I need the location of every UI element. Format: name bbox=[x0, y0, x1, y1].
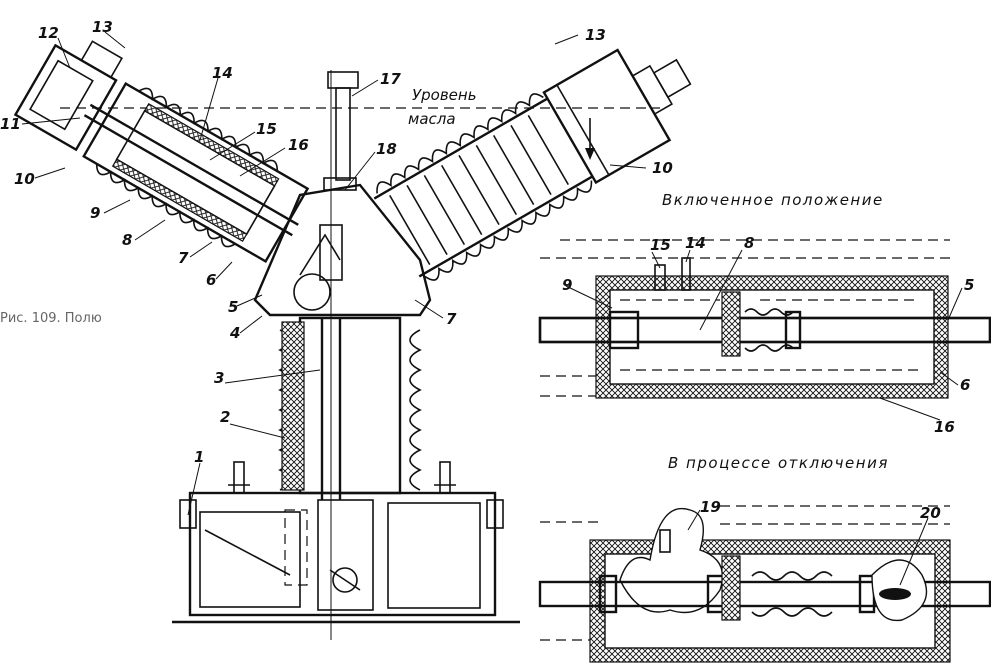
label-2: 2 bbox=[220, 408, 230, 426]
detail-label-14: 14 bbox=[685, 234, 706, 252]
head-housing bbox=[253, 177, 432, 317]
right-arc-chamber bbox=[373, 48, 692, 281]
label-14: 14 bbox=[212, 64, 233, 82]
support-insulator bbox=[278, 70, 422, 640]
label-10-right: 10 bbox=[652, 159, 673, 177]
detail-opening: В процессе отключения 19 20 bbox=[538, 454, 991, 663]
label-6: 6 bbox=[206, 271, 216, 289]
label-10-left: 10 bbox=[14, 170, 35, 188]
label-7-right: 7 bbox=[446, 310, 457, 328]
left-arc-chamber bbox=[13, 40, 310, 264]
detail-label-20: 20 bbox=[920, 504, 941, 522]
label-9: 9 bbox=[90, 204, 100, 222]
arrow-down-icon bbox=[585, 118, 595, 160]
oil-dashes-closed bbox=[540, 239, 950, 397]
detail-label-6: 6 bbox=[960, 376, 970, 394]
label-3: 3 bbox=[214, 369, 224, 387]
label-4: 4 bbox=[229, 324, 240, 342]
oil-level-label-2: масла bbox=[408, 110, 456, 128]
label-16: 16 bbox=[288, 136, 309, 154]
gas-bubble-19 bbox=[619, 508, 724, 614]
label-8: 8 bbox=[122, 231, 132, 249]
stray-caption: Рис. 109. Полю bbox=[0, 311, 102, 326]
base-tank bbox=[172, 461, 520, 624]
label-12: 12 bbox=[38, 24, 59, 42]
caption-opening: В процессе отключения bbox=[668, 454, 889, 472]
label-13-left: 13 bbox=[92, 18, 113, 36]
leader-lines bbox=[21, 31, 647, 516]
label-11: 11 bbox=[0, 115, 21, 133]
label-18: 18 bbox=[376, 140, 397, 158]
detail-label-15: 15 bbox=[650, 236, 671, 254]
detail-label-8: 8 bbox=[744, 234, 754, 252]
label-5: 5 bbox=[228, 298, 238, 316]
detail-label-16: 16 bbox=[934, 418, 955, 436]
stem-17 bbox=[327, 71, 359, 181]
caption-closed: Включенное положение bbox=[662, 191, 884, 209]
label-1: 1 bbox=[194, 448, 204, 466]
label-17: 17 bbox=[380, 70, 401, 88]
arc-spark bbox=[879, 588, 911, 600]
label-15: 15 bbox=[256, 120, 277, 138]
detail-label-9: 9 bbox=[562, 276, 572, 294]
label-13-right: 13 bbox=[585, 26, 606, 44]
label-7: 7 bbox=[178, 249, 189, 267]
main-labels: 1 2 3 4 5 6 7 8 9 10 11 12 13 14 15 16 1… bbox=[0, 18, 673, 466]
oil-level-label-1: Уровень bbox=[412, 86, 477, 104]
detail-closed: Включенное положение 15 14 8 9 5 6 bbox=[538, 191, 991, 436]
detail-label-5: 5 bbox=[964, 276, 974, 294]
detail-label-19: 19 bbox=[700, 498, 721, 516]
